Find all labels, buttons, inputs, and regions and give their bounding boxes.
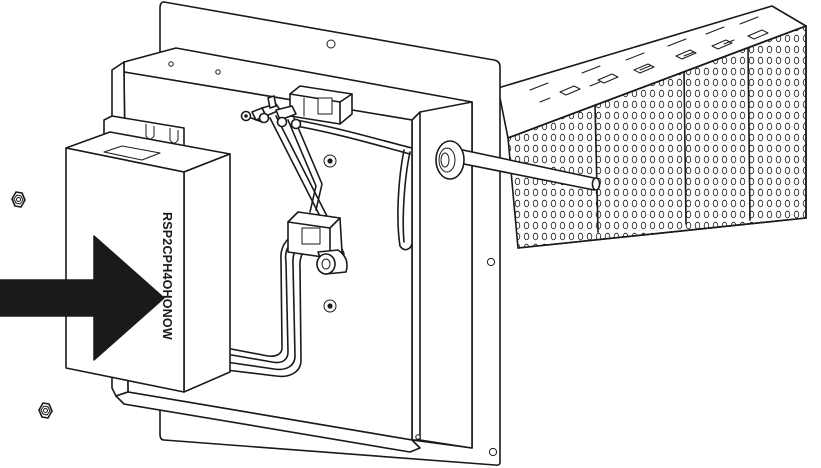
plate-screw-hole bbox=[486, 257, 496, 267]
top-terminal-block bbox=[240, 85, 353, 130]
lower-connector bbox=[287, 211, 348, 275]
face-screw bbox=[323, 154, 337, 168]
perforated-tube bbox=[497, 5, 807, 249]
tube-top-slots bbox=[529, 16, 769, 103]
electrode-rod bbox=[443, 145, 601, 191]
arrow-pointer-icon bbox=[0, 235, 165, 361]
hex-nut-icon bbox=[38, 402, 53, 419]
module-label: RSP2CPH4OHONOW bbox=[160, 212, 174, 340]
hex-nut-icon bbox=[11, 191, 26, 208]
plate-screw-hole bbox=[488, 447, 498, 457]
tube-ribs bbox=[594, 47, 751, 233]
plate-screw-hole bbox=[326, 39, 336, 49]
face-screw bbox=[323, 299, 337, 313]
electronic-module: RSP2CPH4OHONOW bbox=[65, 115, 231, 393]
grommet bbox=[435, 140, 465, 180]
